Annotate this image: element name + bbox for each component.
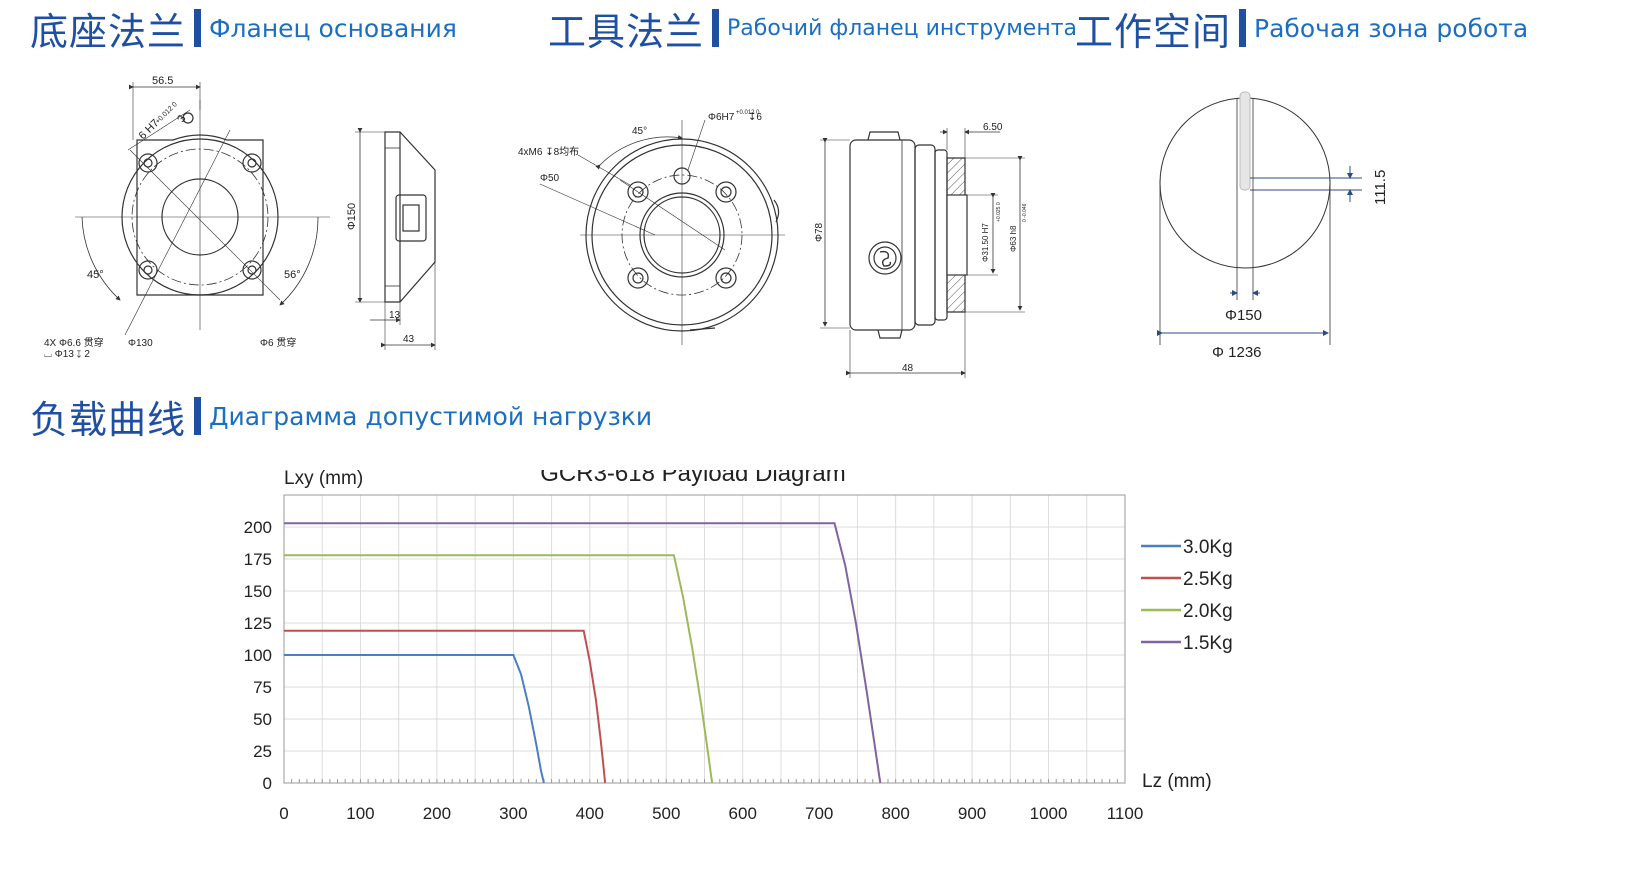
x-tick-label: 500 (652, 804, 680, 823)
chart-series (284, 522, 882, 784)
angle-right-label: 56° (284, 269, 301, 281)
y-tick-label: 125 (244, 614, 272, 633)
legend-label: 2.0Kg (1183, 601, 1233, 622)
technical-drawings: 56.5 3 6 H7 +0.012 0 45° 56° 4X Φ6.6 贯穿 … (44, 75, 1389, 378)
y-tick-label: 200 (244, 518, 272, 537)
tool-side-31-tol-label: +0.025 0 (996, 202, 1002, 222)
header-ru: Рабочая зона робота (1254, 13, 1529, 43)
tool-flange-side-view (820, 128, 1025, 378)
legend-label: 2.5Kg (1183, 569, 1233, 590)
tool-side-31-label: Φ31.50 H7 (981, 223, 990, 262)
header-divider (194, 9, 202, 47)
tool-flange-side-labels: Φ78 Φ31.50 H7 +0.025 0 Φ63 h8 0 -0.046 6… (814, 122, 1028, 374)
workspace-labels: 111.5 Φ150 Φ 1236 (1212, 170, 1389, 361)
legend-label: 3.0Kg (1183, 537, 1233, 558)
y-tick-label: 100 (244, 646, 272, 665)
header-ru: Рабочий фланец инструмента (727, 15, 1078, 41)
robot-arm-icon (1239, 91, 1251, 191)
x-axis-label: Lz (mm) (1142, 771, 1212, 792)
holes-label-line2: ⌴ Φ13 ↧ 2 (44, 349, 90, 360)
y-tick-label: 50 (253, 710, 272, 729)
series-line-1.5Kg (284, 522, 882, 784)
header-ru: Диаграмма допустимой нагрузки (209, 401, 653, 431)
header-base-flange: 底座法兰 Фланец основания (30, 4, 457, 54)
header-cn: 工作空间 (1075, 9, 1232, 54)
legend-label: 1.5Kg (1183, 633, 1233, 654)
header-cn: 工具法兰 (548, 9, 705, 54)
chart-ticks: 0 25 50 75 100 125 150 175 200 0 100 200 300 400 500 60… (244, 518, 1144, 823)
side-dia-label: Φ150 (346, 203, 358, 230)
x-tick-label: 1000 (1030, 804, 1068, 823)
series-line-3.0Kg (284, 654, 545, 784)
tool-flange-front-labels: 45° Φ6H7 +0.012 0 ↧6 4xM6 ↧8均布 Φ50 (518, 110, 762, 184)
x-tick-label: 800 (881, 804, 909, 823)
chart-legend: 3.0Kg 2.5Kg 2.0Kg 1.5Kg (1141, 537, 1233, 654)
dim-1236-label: Φ 1236 (1212, 344, 1262, 361)
x-tick-label: 300 (499, 804, 527, 823)
y-axis-label: Lxy (mm) (284, 470, 363, 489)
base-flange-side-view (355, 128, 436, 350)
base-flange-front-labels: 56.5 3 6 H7 +0.012 0 45° 56° 4X Φ6.6 贯穿 … (44, 75, 301, 360)
x-tick-label: 600 (729, 804, 757, 823)
header-cn: 底座法兰 (30, 9, 187, 54)
header-ru: Фланец основания (209, 13, 457, 43)
x-tick-label: 1100 (1107, 804, 1144, 823)
tool-pin-depth-label: ↧6 (748, 112, 762, 123)
x-tick-label: 200 (423, 804, 451, 823)
x-tick-label: 0 (279, 804, 288, 823)
y-tick-label: 75 (253, 678, 272, 697)
tool-side-63-label: Φ63 h8 (1009, 225, 1018, 252)
tool-side-48-label: 48 (902, 363, 914, 374)
side-13-label: 13 (389, 310, 401, 321)
header-divider (194, 397, 202, 435)
y-tick-label: 150 (244, 582, 272, 601)
header-tool-flange: 工具法兰 Рабочий фланец инструмента (548, 4, 1078, 54)
tool-side-650-label: 6.50 (983, 122, 1003, 133)
holes-label-line1: 4X Φ6.6 贯穿 (44, 336, 104, 349)
y-tick-label: 25 (253, 742, 272, 761)
series-line-2.5Kg (284, 629, 607, 784)
dim-111-label: 111.5 (1372, 170, 1389, 205)
dia-6-label: Φ6 贯穿 (260, 336, 296, 349)
dim-pin-tol-label: +0.012 0 (154, 101, 178, 125)
header-workspace: 工作空间 Рабочая зона робота (1075, 4, 1529, 54)
payload-chart: 0 25 50 75 100 125 150 175 200 0 100 200 300 400 500 60… (244, 470, 1233, 823)
y-tick-label: 175 (244, 550, 272, 569)
dim-3-label: 3 (175, 113, 188, 124)
tool-thread-label: 4xM6 ↧8均布 (518, 146, 579, 158)
tool-pin-tol-label: +0.012 0 (736, 110, 760, 116)
tool-pin-label: Φ6H7 (708, 112, 735, 123)
x-tick-label: 700 (805, 804, 833, 823)
x-tick-label: 100 (346, 804, 374, 823)
x-tick-label: 400 (576, 804, 604, 823)
workspace-diagram (1157, 91, 1362, 345)
dia-130-label: Φ130 (128, 338, 153, 349)
side-43-label: 43 (403, 334, 415, 345)
dim-width-label: 56.5 (152, 75, 173, 87)
base-flange-side-labels: Φ150 13 43 (346, 203, 415, 345)
header-payload: 负载曲线 Диаграмма допустимой нагрузки (30, 392, 653, 442)
header-divider (1239, 9, 1247, 47)
chart-grid (283, 495, 1126, 784)
base-flange-front-view (75, 82, 330, 336)
tool-angle-label: 45° (632, 126, 647, 137)
dim-150-label: Φ150 (1225, 307, 1262, 324)
chart-title: GCR3-618 Payload Diagram (540, 470, 845, 487)
series-line-2.0Kg (284, 554, 714, 784)
header-divider (712, 9, 720, 47)
tool-side-78-label: Φ78 (814, 222, 825, 242)
tool-flange-front-view (539, 119, 785, 345)
x-tick-label: 900 (958, 804, 986, 823)
tool-dia-50-label: Φ50 (540, 173, 560, 184)
header-cn: 负载曲线 (30, 397, 187, 442)
tool-side-63-tol-label: 0 -0.046 (1022, 203, 1028, 222)
angle-left-label: 45° (87, 269, 104, 281)
y-tick-label: 0 (263, 774, 272, 793)
